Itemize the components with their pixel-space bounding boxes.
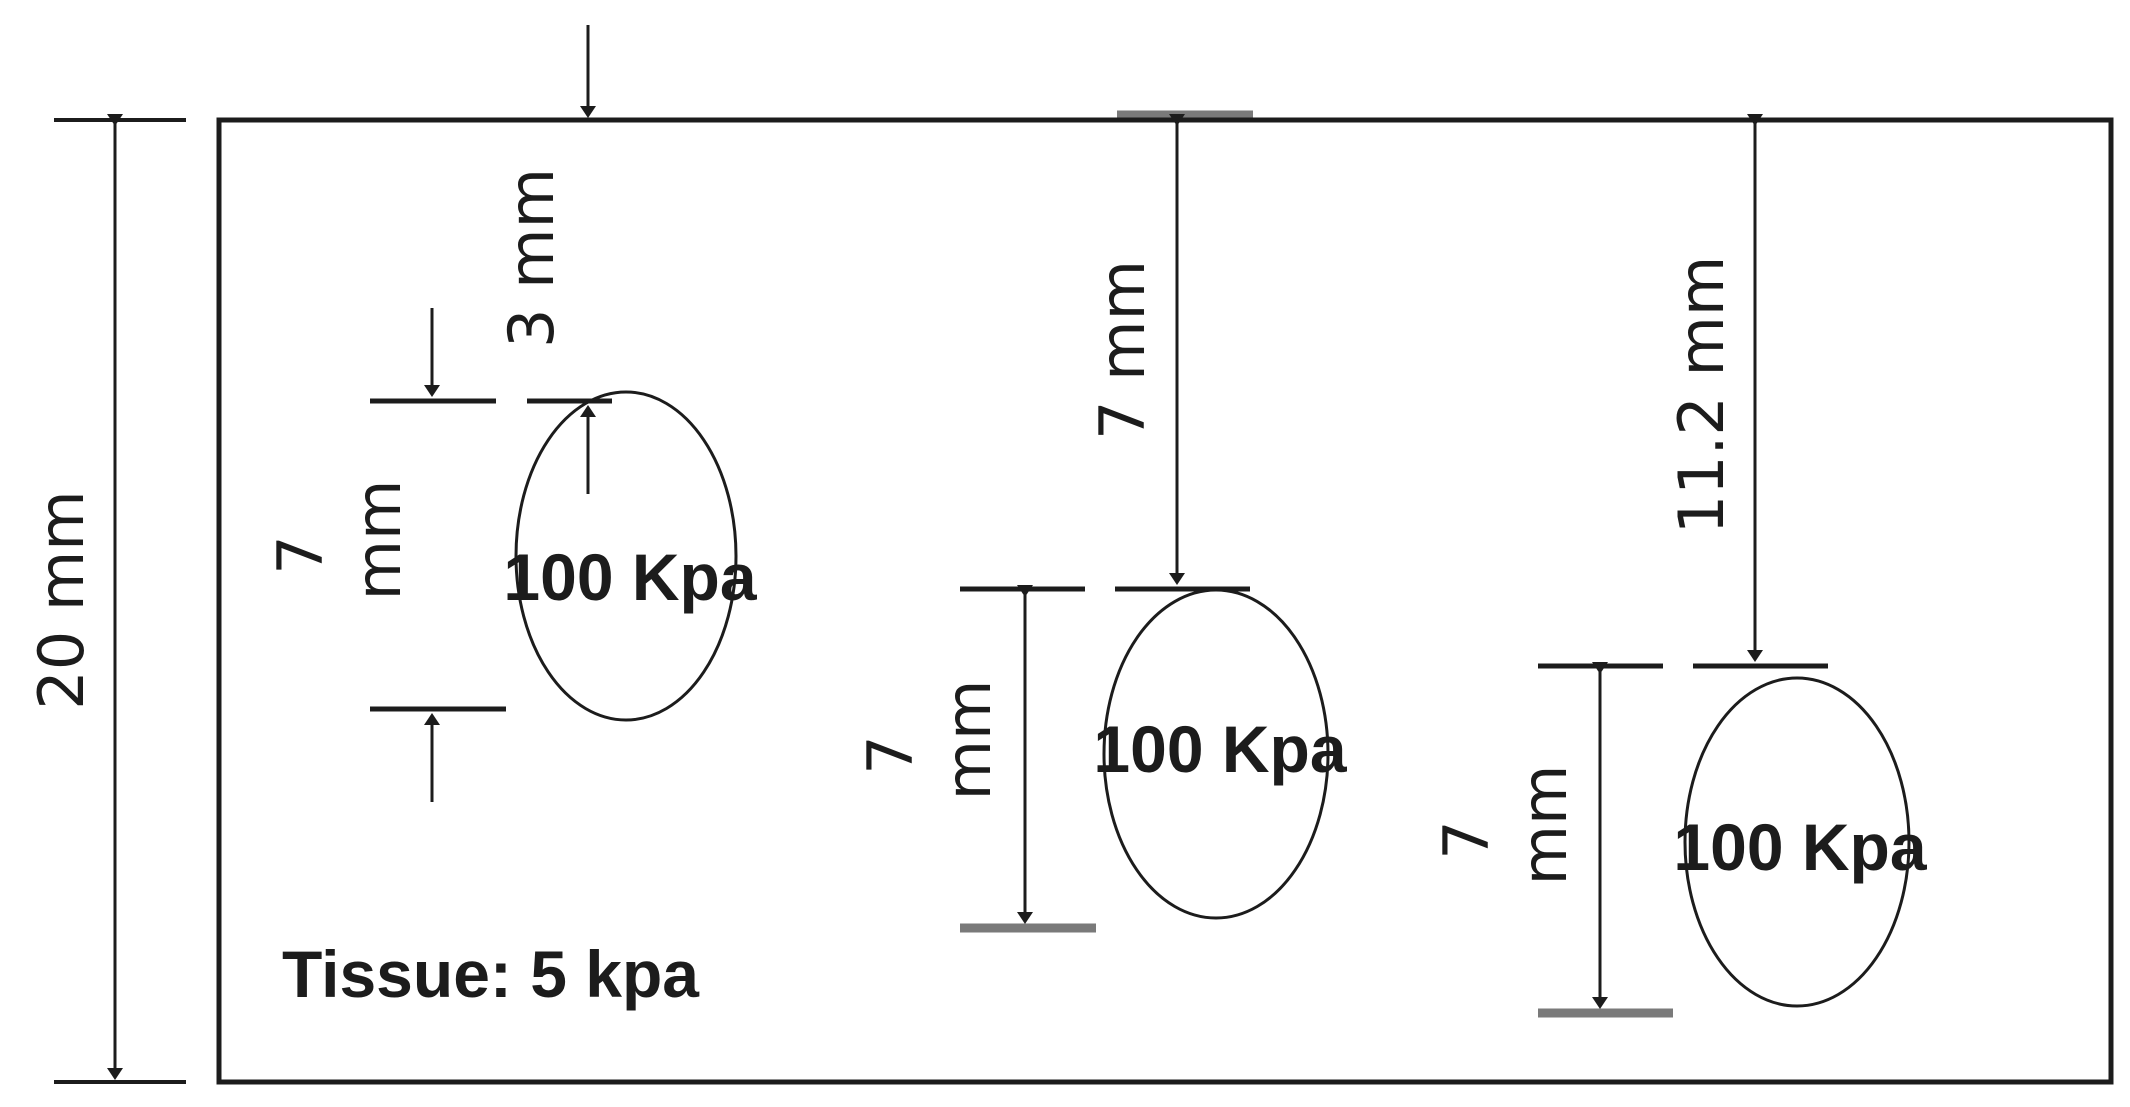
tissue-label: Tissue: 5 kpa [282,937,700,1011]
inclusion-2-stiffness-label: 100 Kpa [1093,712,1347,786]
inclusion-1-ellipse [514,390,738,722]
inclusion-1-diameter-label-line2: mm [342,480,415,601]
inclusion-3-diameter-label-line2: mm [1508,765,1581,886]
inclusion-2-diameter-label-line1: 7 [854,735,927,774]
total-depth-label: 20 mm [25,490,98,709]
inclusion-3-stiffness-label: 100 Kpa [1673,810,1927,884]
inclusion-1-depth-label: 3 mm [495,168,568,348]
inclusion-3: 11.2 mm 7 mm 100 Kpa [1430,114,1928,1018]
inclusion-1-stiffness-label: 100 Kpa [503,540,757,614]
inclusion-2-depth-label: 7 mm [1086,260,1159,440]
inclusion-1-diameter-label-line1: 7 [264,535,337,574]
inclusion-2-ellipse [1102,588,1330,920]
inclusion-2-diameter-label-line2: mm [932,680,1005,801]
inclusion-3-ellipse [1683,676,1911,1008]
inclusion-2: 7 mm 7 mm 100 Kpa [854,114,1348,933]
tissue-block [216,117,2114,1085]
inclusion-1: 7 mm 3 mm 100 Kpa [264,168,758,802]
inclusion-3-diameter-label-line1: 7 [1430,820,1503,859]
inclusion-3-depth-label: 11.2 mm [1665,256,1738,535]
total-depth-dimension: 20 mm [25,114,186,1084]
